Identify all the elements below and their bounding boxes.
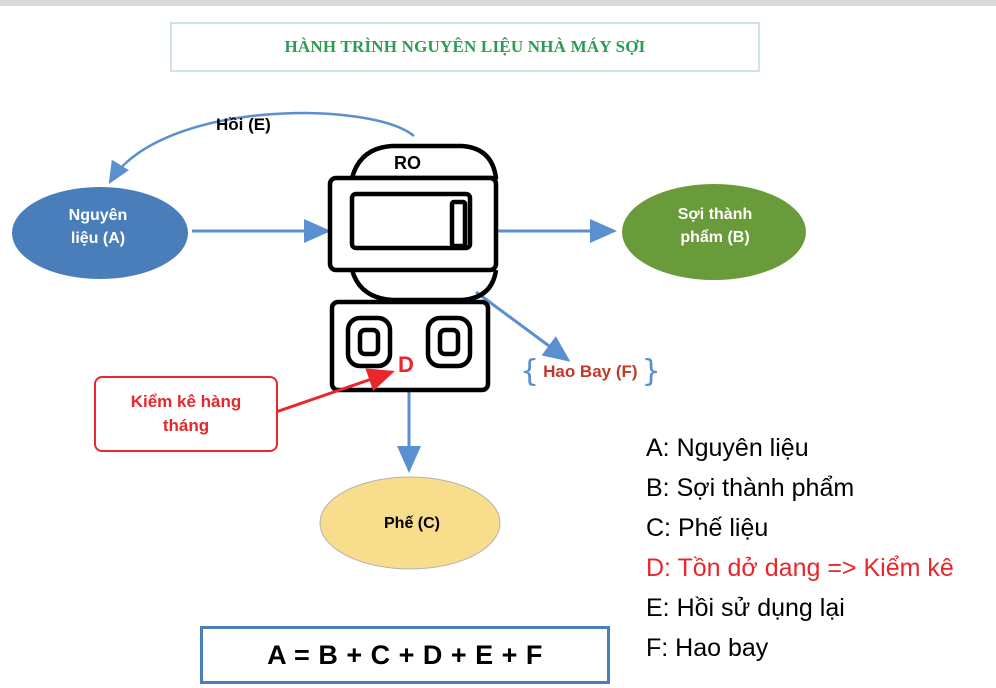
loss-label: Hao Bay (F) [543, 362, 638, 381]
node-c-ellipse [319, 476, 501, 570]
diagram-title: HÀNH TRÌNH NGUYÊN LIỆU NHÀ MÁY SỢI [284, 37, 646, 56]
equation-box: A = B + C + D + E + F [200, 626, 610, 684]
legend-item-f: F: Hao bay [646, 634, 769, 662]
legend-item-a: A: Nguyên liệu [646, 434, 809, 462]
legend-item-e: E: Hồi sử dụng lại [646, 594, 845, 622]
machine-label: RO [394, 153, 421, 173]
legend: A: Nguyên liệu B: Sợi thành phẩm C: Phế … [646, 428, 996, 668]
title-box: HÀNH TRÌNH NGUYÊN LIỆU NHÀ MÁY SỢI [170, 22, 760, 72]
right-brace-icon: } [641, 354, 661, 389]
node-b-label: Sợi thành phẩm (B) [640, 203, 790, 249]
legend-item-d: D: Tồn dở dang => Kiểm kê [646, 554, 954, 582]
recycle-label: Hồi (E) [216, 115, 271, 134]
legend-item-b: B: Sợi thành phẩm [646, 474, 855, 502]
spinning-machine-icon [327, 143, 499, 393]
loss-arrow [475, 290, 571, 362]
node-b-line-2: phẩm (B) [680, 229, 750, 247]
node-a-label: Nguyên liệu (A) [38, 204, 158, 250]
inventory-callout-text: Kiểm kê hàng tháng [106, 390, 266, 438]
inventory-callout: Kiểm kê hàng tháng [94, 376, 278, 452]
node-a-line-1: Nguyên [68, 207, 128, 224]
inventory-arrow [269, 368, 395, 416]
node-b-line-1: Sợi thành [677, 206, 753, 223]
callout-line-1: Kiểm kê hàng [130, 392, 242, 412]
recycle-arrow [108, 111, 415, 185]
node-a-ellipse [12, 187, 188, 279]
node-d-label: D [398, 352, 414, 377]
left-brace-icon: { [520, 354, 540, 389]
callout-line-2: tháng [162, 416, 210, 435]
node-b-ellipse [622, 184, 806, 280]
top-rule [0, 0, 996, 6]
node-a-line-2: liệu (A) [70, 230, 126, 248]
node-c-label: Phế (C) [384, 515, 440, 532]
balance-equation: A = B + C + D + E + F [267, 639, 543, 670]
legend-item-c: C: Phế liệu [646, 514, 769, 542]
loss-label-group: { Hao Bay (F) } [520, 357, 661, 387]
